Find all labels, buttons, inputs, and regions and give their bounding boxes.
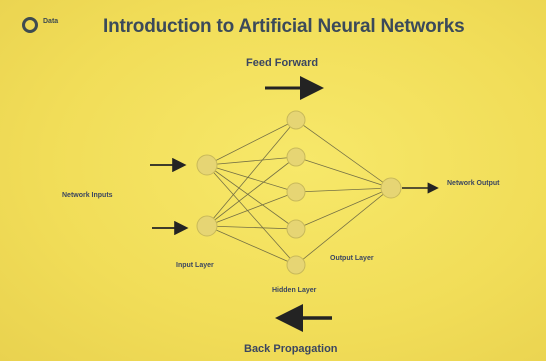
output-layer-label: Output Layer <box>330 255 374 262</box>
hidden-node <box>286 147 306 167</box>
logo-circle-icon <box>22 17 38 33</box>
hidden-layer-label: Hidden Layer <box>272 287 317 294</box>
input-layer-nodes <box>196 154 218 237</box>
network-inputs-label: Network Inputs <box>62 192 113 199</box>
input-node <box>196 215 218 237</box>
input-layer-label: Input Layer <box>176 262 214 269</box>
hidden-node <box>286 255 306 275</box>
logo-text: Data <box>43 18 59 25</box>
feed-forward-label: Feed Forward <box>246 57 319 69</box>
brand-logo: Data <box>22 14 70 40</box>
input-node <box>196 154 218 176</box>
hidden-output-connections <box>295 119 392 266</box>
output-node <box>380 177 402 199</box>
slide-title: Introduction to Artificial Neural Networ… <box>103 16 465 37</box>
hidden-node <box>286 110 306 130</box>
back-propagation-label: Back Propagation <box>244 343 338 355</box>
hidden-node <box>286 182 306 202</box>
hidden-layer-nodes <box>286 110 306 275</box>
network-output-label: Network Output <box>447 180 500 187</box>
input-hidden-connections <box>206 119 297 266</box>
hidden-node <box>286 219 306 239</box>
